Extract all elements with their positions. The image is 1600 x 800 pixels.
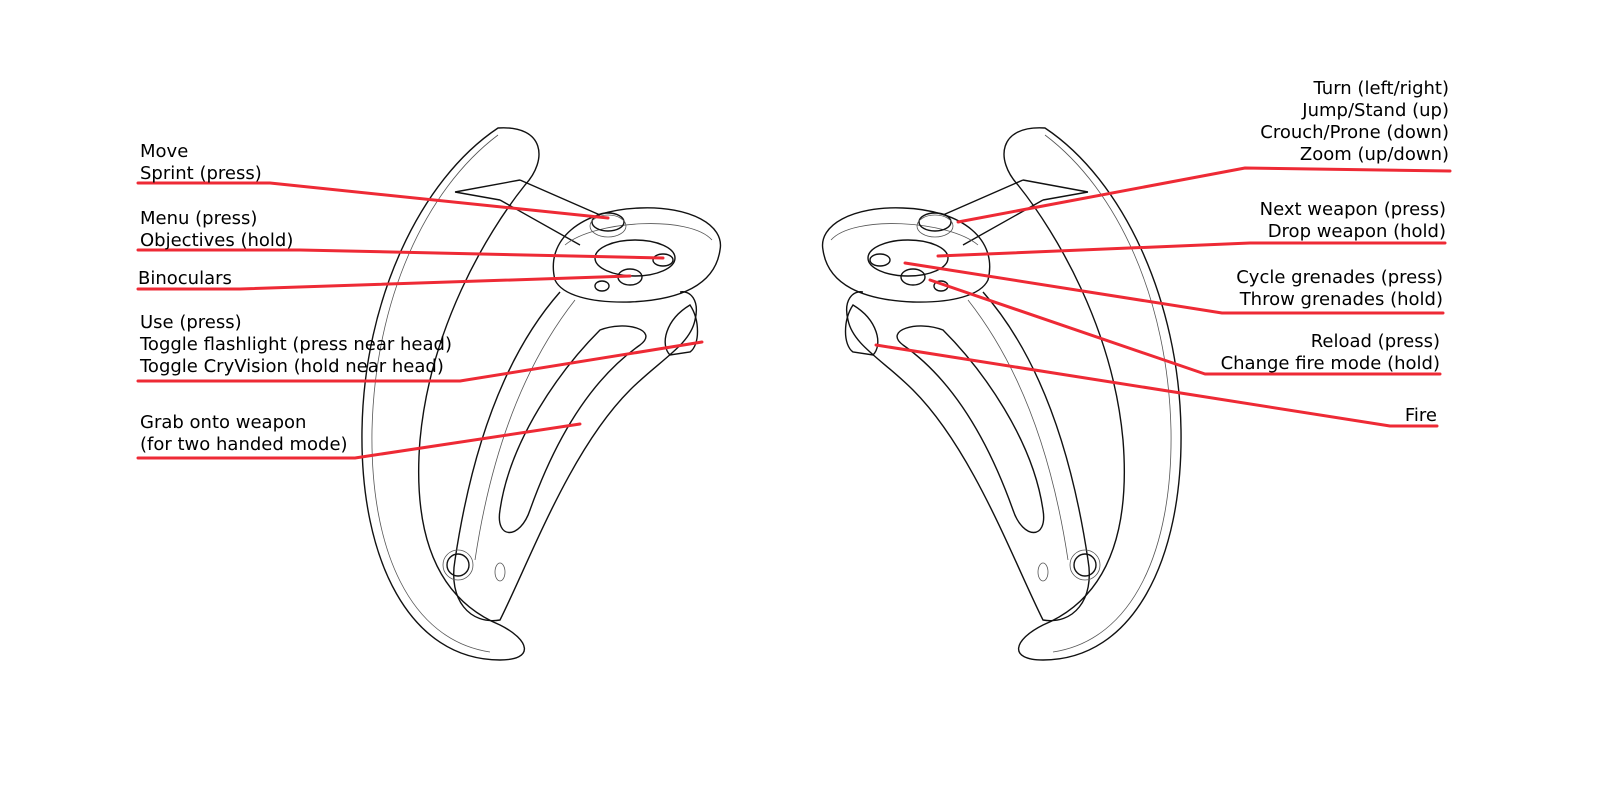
leader-left-menu (136, 248, 665, 260)
leader-left-grip (136, 422, 582, 460)
leader-left-thumbstick (136, 181, 610, 220)
leader-left-trigger (136, 340, 704, 383)
label-left-trigger: Use (press) Toggle flashlight (press nea… (140, 312, 452, 377)
right-handle (846, 291, 1090, 622)
leader-right-thumbstick (956, 166, 1452, 224)
right-ring-bridge (942, 179, 1089, 246)
right-thumbstick-cap (918, 212, 952, 232)
left-controller-drawing (361, 127, 722, 661)
right-menu-button (869, 253, 891, 267)
label-right-fire: Fire (1404, 405, 1437, 426)
leader-right-a-button (928, 278, 1442, 376)
leader-right-b-button (936, 241, 1447, 258)
label-right-a-button: Reload (press) Change fire mode (hold) (1220, 331, 1440, 374)
right-trigger-shape (844, 304, 879, 356)
leader-right-menu (903, 261, 1445, 315)
left-trigger-shape (664, 304, 699, 356)
left-grip-cutout (498, 325, 647, 534)
label-right-thumbstick: Turn (left/right) Jump/Stand (up) Crouch… (1260, 78, 1449, 165)
right-controller-drawing (821, 127, 1182, 661)
label-left-binoculars: Binoculars (138, 268, 232, 289)
left-leader-lines (136, 181, 704, 460)
right-tracking-ring (1003, 127, 1182, 661)
left-menu-button (652, 253, 674, 267)
label-left-grip: Grab onto weapon (for two handed mode) (140, 412, 348, 455)
right-a-button (900, 268, 926, 286)
right-leader-lines (874, 166, 1452, 428)
label-left-menu: Menu (press) Objectives (hold) (140, 208, 294, 251)
left-handle (453, 291, 697, 622)
right-button-well (867, 239, 949, 277)
leader-left-binoculars (136, 274, 632, 291)
label-right-b-button: Next weapon (press) Drop weapon (hold) (1259, 199, 1446, 242)
left-tracking-ring (361, 127, 540, 661)
right-grip-cutout (896, 325, 1045, 534)
label-right-menu: Cycle grenades (press) Throw grenades (h… (1236, 267, 1443, 310)
left-x-button (594, 280, 610, 292)
left-bottom-button (446, 553, 470, 577)
left-thumbstick-cap (591, 212, 625, 232)
right-bottom-button (1073, 553, 1097, 577)
leader-right-fire (874, 343, 1439, 428)
label-left-thumbstick: Move Sprint (press) (140, 141, 262, 184)
left-ring-bridge (454, 179, 601, 246)
left-controller-head (552, 207, 722, 303)
